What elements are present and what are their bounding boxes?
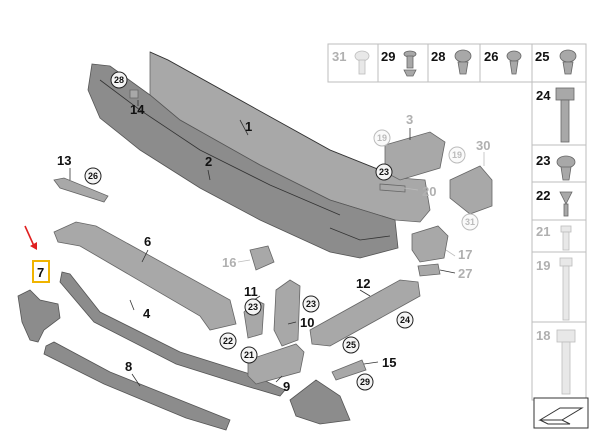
highlighted-part-7-callout: 7 bbox=[32, 260, 50, 283]
clip-22-icon bbox=[559, 191, 573, 217]
label-part-14: 14 bbox=[130, 102, 145, 117]
fastener-label-22: 22 bbox=[536, 188, 550, 203]
svg-text:25: 25 bbox=[346, 340, 356, 350]
red-arrow-icon bbox=[24, 225, 37, 250]
screw-28-icon bbox=[454, 49, 472, 75]
callout-circle-29: 29 bbox=[356, 373, 374, 391]
label-part-11: 11 bbox=[244, 284, 258, 299]
clip-27 bbox=[417, 263, 441, 277]
right-bracket-30 bbox=[449, 165, 493, 215]
callout-circle-19-right: 19 bbox=[448, 146, 466, 164]
lower-carrier-6 bbox=[53, 221, 237, 331]
label-part-12: 12 bbox=[356, 276, 370, 291]
bracket-10 bbox=[273, 279, 301, 347]
label-part-5: 15 bbox=[382, 355, 396, 370]
highlight-box bbox=[32, 260, 50, 283]
right-bracket-3 bbox=[384, 131, 446, 181]
part-number-labels: 1 2 3 4 15 6 8 9 10 11 12 13 14 16 17 20… bbox=[57, 102, 490, 394]
label-part-6: 6 bbox=[144, 234, 151, 249]
svg-text:28: 28 bbox=[114, 75, 124, 85]
svg-text:23: 23 bbox=[248, 302, 258, 312]
callout-circle-23-left: 23 bbox=[244, 298, 262, 316]
circled-callouts: 28 26 19 23 19 31 22 23 bbox=[84, 71, 479, 391]
fastener-label-29: 29 bbox=[381, 49, 395, 64]
svg-text:21: 21 bbox=[244, 350, 254, 360]
svg-text:23: 23 bbox=[379, 167, 389, 177]
callout-circle-31: 31 bbox=[461, 213, 479, 231]
callout-circle-24: 24 bbox=[396, 311, 414, 329]
callout-circle-28: 28 bbox=[110, 71, 128, 89]
screw-26-icon bbox=[506, 50, 522, 75]
fastener-label-26: 26 bbox=[484, 49, 498, 64]
side-bracket-7 bbox=[17, 289, 61, 343]
callout-circle-21: 21 bbox=[240, 346, 258, 364]
lower-grille-8 bbox=[43, 341, 231, 431]
callout-circle-22: 22 bbox=[219, 332, 237, 350]
fastener-label-25: 25 bbox=[535, 49, 549, 64]
label-part-3: 3 bbox=[406, 112, 413, 127]
bolt-24-icon bbox=[555, 87, 575, 143]
svg-text:24: 24 bbox=[400, 315, 410, 325]
fastener-label-19: 19 bbox=[536, 258, 550, 273]
grille-insert bbox=[289, 379, 351, 425]
callout-circle-26: 26 bbox=[84, 167, 102, 185]
bracket-17 bbox=[411, 225, 449, 263]
fastener-label-21: 21 bbox=[536, 224, 550, 239]
svg-text:23: 23 bbox=[306, 299, 316, 309]
label-part-16: 16 bbox=[222, 255, 236, 270]
label-part-2: 2 bbox=[205, 154, 212, 169]
label-part-4: 4 bbox=[143, 306, 151, 321]
label-part-7: 7 bbox=[37, 265, 44, 280]
callout-circle-23-top: 23 bbox=[375, 163, 393, 181]
label-part-20: 20 bbox=[422, 184, 436, 199]
callout-circle-23-right: 23 bbox=[302, 295, 320, 313]
trim-strip-4 bbox=[59, 271, 286, 397]
bracket-9 bbox=[247, 343, 305, 385]
svg-text:19: 19 bbox=[377, 133, 387, 143]
label-part-9: 9 bbox=[283, 379, 290, 394]
bracket-12 bbox=[309, 279, 421, 347]
fastener-label-23: 23 bbox=[536, 153, 550, 168]
label-part-1: 1 bbox=[245, 119, 252, 134]
svg-text:22: 22 bbox=[223, 336, 233, 346]
label-part-17: 17 bbox=[458, 247, 472, 262]
clip-20 bbox=[379, 183, 406, 193]
svg-text:31: 31 bbox=[465, 217, 475, 227]
callout-circle-25: 25 bbox=[342, 336, 360, 354]
label-part-30: 30 bbox=[476, 138, 490, 153]
reference-logo bbox=[533, 397, 589, 429]
bracket-16 bbox=[249, 245, 275, 271]
fastener-label-24: 24 bbox=[536, 88, 551, 103]
bolt-21-icon bbox=[560, 225, 572, 251]
callout-circle-19: 19 bbox=[373, 129, 391, 147]
screw-31-icon bbox=[354, 50, 370, 75]
bolt-19-icon bbox=[559, 257, 573, 321]
label-part-27: 27 bbox=[458, 266, 472, 281]
clip-15 bbox=[331, 359, 367, 381]
label-part-8: 8 bbox=[125, 359, 132, 374]
svg-text:26: 26 bbox=[88, 171, 98, 181]
bolt-18-icon bbox=[556, 329, 576, 395]
fastener-panel: 31 29 28 26 25 24 23 22 21 bbox=[327, 43, 587, 401]
fastener-label-31: 31 bbox=[332, 49, 346, 64]
screw-23-icon bbox=[556, 155, 576, 181]
screw-25-icon bbox=[559, 49, 577, 75]
bracket-13 bbox=[53, 177, 109, 203]
clip-29-icon bbox=[403, 50, 417, 77]
energy-absorber bbox=[87, 63, 399, 259]
fastener-label-28: 28 bbox=[431, 49, 445, 64]
label-part-13: 13 bbox=[57, 153, 71, 168]
label-part-10: 10 bbox=[300, 315, 314, 330]
svg-text:19: 19 bbox=[452, 150, 462, 160]
stud-14 bbox=[129, 89, 139, 99]
fastener-label-18: 18 bbox=[536, 328, 550, 343]
svg-text:29: 29 bbox=[360, 377, 370, 387]
